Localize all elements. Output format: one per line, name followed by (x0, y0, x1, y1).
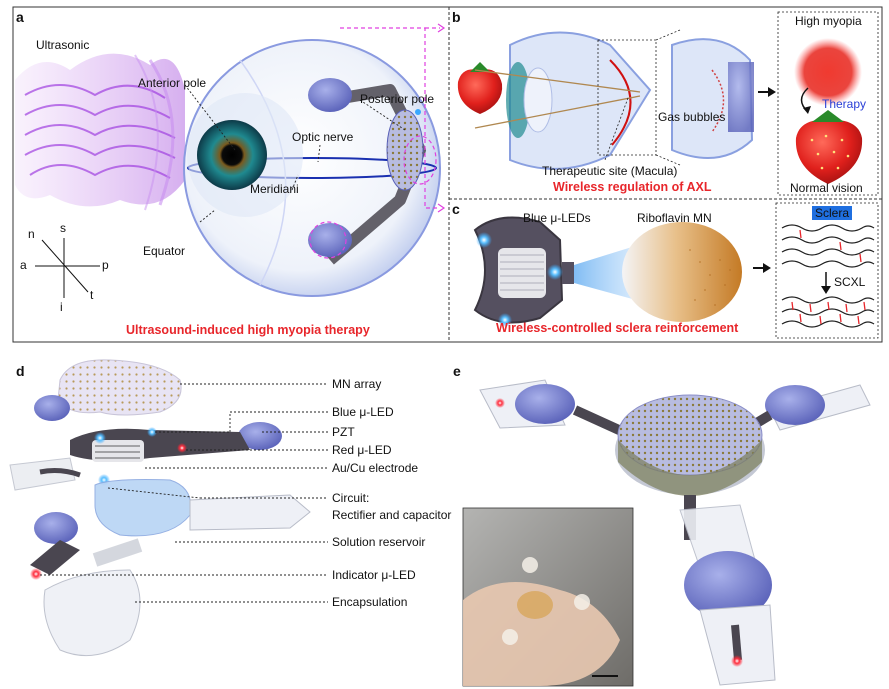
label-riboflavin-mn: Riboflavin MN (637, 211, 712, 225)
axes-glyph (35, 238, 100, 298)
label-high-myopia: High myopia (795, 14, 862, 28)
axis-s: s (60, 221, 66, 235)
panel-b-eye-section (474, 31, 657, 170)
label-ultrasonic: Ultrasonic (36, 38, 90, 52)
label-au-cu-electrode: Au/Cu electrode (332, 461, 419, 475)
panel-d-exploded (9, 359, 311, 657)
label-gas-bubbles: Gas bubbles (658, 110, 726, 124)
label-rectifier-capacitor: Rectifier and capacitor (332, 508, 452, 522)
axis-n: n (28, 227, 35, 241)
label-therapy: Therapy (822, 97, 867, 111)
label-solution-reservoir: Solution reservoir (332, 535, 426, 549)
label-sclera: Sclera (812, 206, 853, 220)
label-red-led: Red μ-LED (332, 443, 392, 457)
panel-letter-a: a (16, 9, 24, 25)
label-optic-nerve: Optic nerve (292, 130, 354, 144)
label-blue-leds: Blue μ-LEDs (523, 211, 591, 225)
panel-e-device (479, 379, 871, 686)
eyeball (183, 39, 441, 297)
panel-b-zoom (655, 29, 776, 166)
label-encapsulation: Encapsulation (332, 595, 408, 609)
label-meridiani: Meridiani (250, 182, 299, 196)
panel-d-leaders (40, 383, 328, 603)
panel-b-inset-frame (777, 11, 879, 196)
panel-c-device (473, 216, 574, 327)
caption-panel-b: Wireless regulation of AXL (553, 180, 712, 194)
riboflavin-mn-patch (622, 222, 742, 322)
label-blue-led: Blue μ-LED (332, 405, 394, 419)
panel-letter-c: c (452, 201, 460, 217)
label-circuit: Circuit: (332, 491, 370, 505)
crosslinks-after (791, 301, 866, 325)
magenta-guides (309, 23, 446, 259)
label-pzt: PZT (332, 425, 355, 439)
label-mn-array: MN array (332, 377, 382, 391)
top-frame (12, 6, 883, 343)
caption-panel-a: Ultrasound-induced high myopia therapy (126, 323, 370, 337)
label-posterior-pole: Posterior pole (360, 92, 435, 106)
sclera-fibers-after (781, 296, 875, 328)
label-anterior-pole: Anterior pole (138, 76, 207, 90)
axis-i: i (60, 300, 63, 314)
panel-letter-d: d (16, 363, 25, 379)
blurred-strawberry (794, 38, 862, 106)
sclera-fibers-before (781, 224, 875, 268)
label-scxl: SCXL (834, 275, 866, 289)
panel-letter-b: b (452, 9, 461, 25)
label-therapeutic-site: Therapeutic site (Macula) (542, 164, 678, 178)
label-equator: Equator (143, 244, 186, 258)
panel-letter-e: e (453, 363, 461, 379)
mn-texture (689, 249, 731, 306)
label-indicator-led: Indicator μ-LED (332, 568, 416, 582)
axis-p: p (102, 258, 109, 272)
ultrasonic-waves (15, 53, 185, 211)
panel-a-leaders (184, 84, 406, 223)
axis-a: a (20, 258, 27, 272)
label-normal-vision: Normal vision (790, 181, 863, 195)
crosslinks-before (799, 229, 862, 263)
photo-inset (462, 507, 634, 687)
panel-c-inset-frame (775, 202, 879, 339)
sharp-strawberry (795, 110, 863, 184)
iris (197, 120, 267, 190)
axis-t: t (90, 288, 94, 302)
macula-leader (604, 97, 629, 161)
panel-b-strawberry-left (457, 62, 503, 114)
caption-panel-c: Wireless-controlled sclera reinforcement (496, 321, 739, 335)
